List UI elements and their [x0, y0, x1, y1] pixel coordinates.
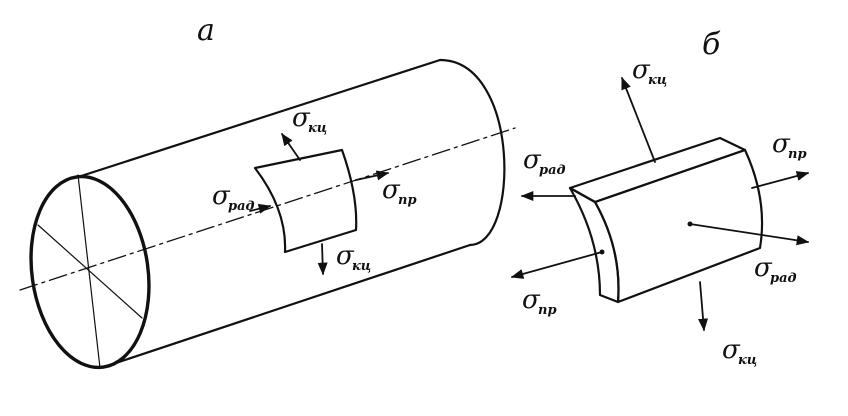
element-top-face	[568, 136, 747, 204]
svg-text:рад: рад	[228, 199, 255, 214]
label-b-hoop-bottom: σ кц	[722, 335, 757, 368]
svg-text:σ: σ	[722, 335, 741, 365]
arrow-b-hoop-down	[698, 281, 709, 332]
label-b-axial-right: σ пр	[772, 129, 807, 162]
surface-element	[253, 148, 358, 254]
arrow-hoop-down	[317, 243, 328, 276]
label-b-radial-left: σ рад	[523, 145, 566, 178]
label-b-hoop-top: σ кц	[632, 55, 667, 88]
section-line-2	[77, 174, 101, 369]
element-side-face	[568, 186, 620, 304]
label-a-axial: σ пр	[382, 175, 417, 208]
svg-text:σ: σ	[382, 175, 401, 205]
arrow-b-axial-right	[751, 171, 810, 189]
svg-text:пр: пр	[538, 303, 557, 318]
label-a-hoop-bottom: σ кц	[336, 241, 371, 274]
svg-text:кц: кц	[352, 259, 371, 274]
label-a-radial: σ рад	[212, 181, 255, 214]
svg-text:σ: σ	[522, 285, 541, 315]
cylinder-top-edge	[73, 58, 442, 180]
label-a-hoop-top: σ кц	[292, 103, 327, 136]
panel-b-element	[510, 76, 810, 332]
svg-text:кц: кц	[738, 353, 757, 368]
svg-text:σ: σ	[754, 253, 773, 283]
svg-text:σ: σ	[336, 241, 355, 271]
arrow-b-axial-left	[510, 251, 603, 279]
arrow-b-radial-right	[689, 223, 810, 246]
svg-text:рад: рад	[539, 163, 566, 178]
svg-text:рад: рад	[770, 271, 797, 286]
section-line-1	[37, 224, 143, 319]
panel-a-cylinder	[19, 58, 516, 370]
label-b-radial-right: σ рад	[754, 253, 797, 286]
arrow-b-hoop-up	[621, 76, 656, 163]
cylinder-near-end	[29, 174, 151, 370]
svg-text:σ: σ	[212, 181, 231, 211]
svg-text:кц: кц	[648, 73, 667, 88]
cylinder-bottom-edge	[108, 243, 472, 367]
cylinder-far-end	[438, 58, 506, 247]
svg-text:σ: σ	[632, 55, 651, 85]
arrow-axial-right	[355, 170, 390, 181]
cylinder-axis	[19, 127, 516, 291]
arrow-hoop-up	[281, 132, 301, 161]
svg-text:σ: σ	[523, 145, 542, 175]
svg-text:кц: кц	[308, 121, 327, 136]
svg-text:σ: σ	[292, 103, 311, 133]
arrow-axial-left	[249, 203, 272, 214]
element-front-face	[593, 148, 764, 304]
svg-text:пр: пр	[788, 147, 807, 162]
svg-text:σ: σ	[772, 129, 791, 159]
label-b-axial-left: σ пр	[522, 285, 557, 318]
panel-b-label: б	[702, 27, 721, 62]
svg-text:пр: пр	[398, 193, 417, 208]
panel-a-label: а	[197, 13, 215, 48]
